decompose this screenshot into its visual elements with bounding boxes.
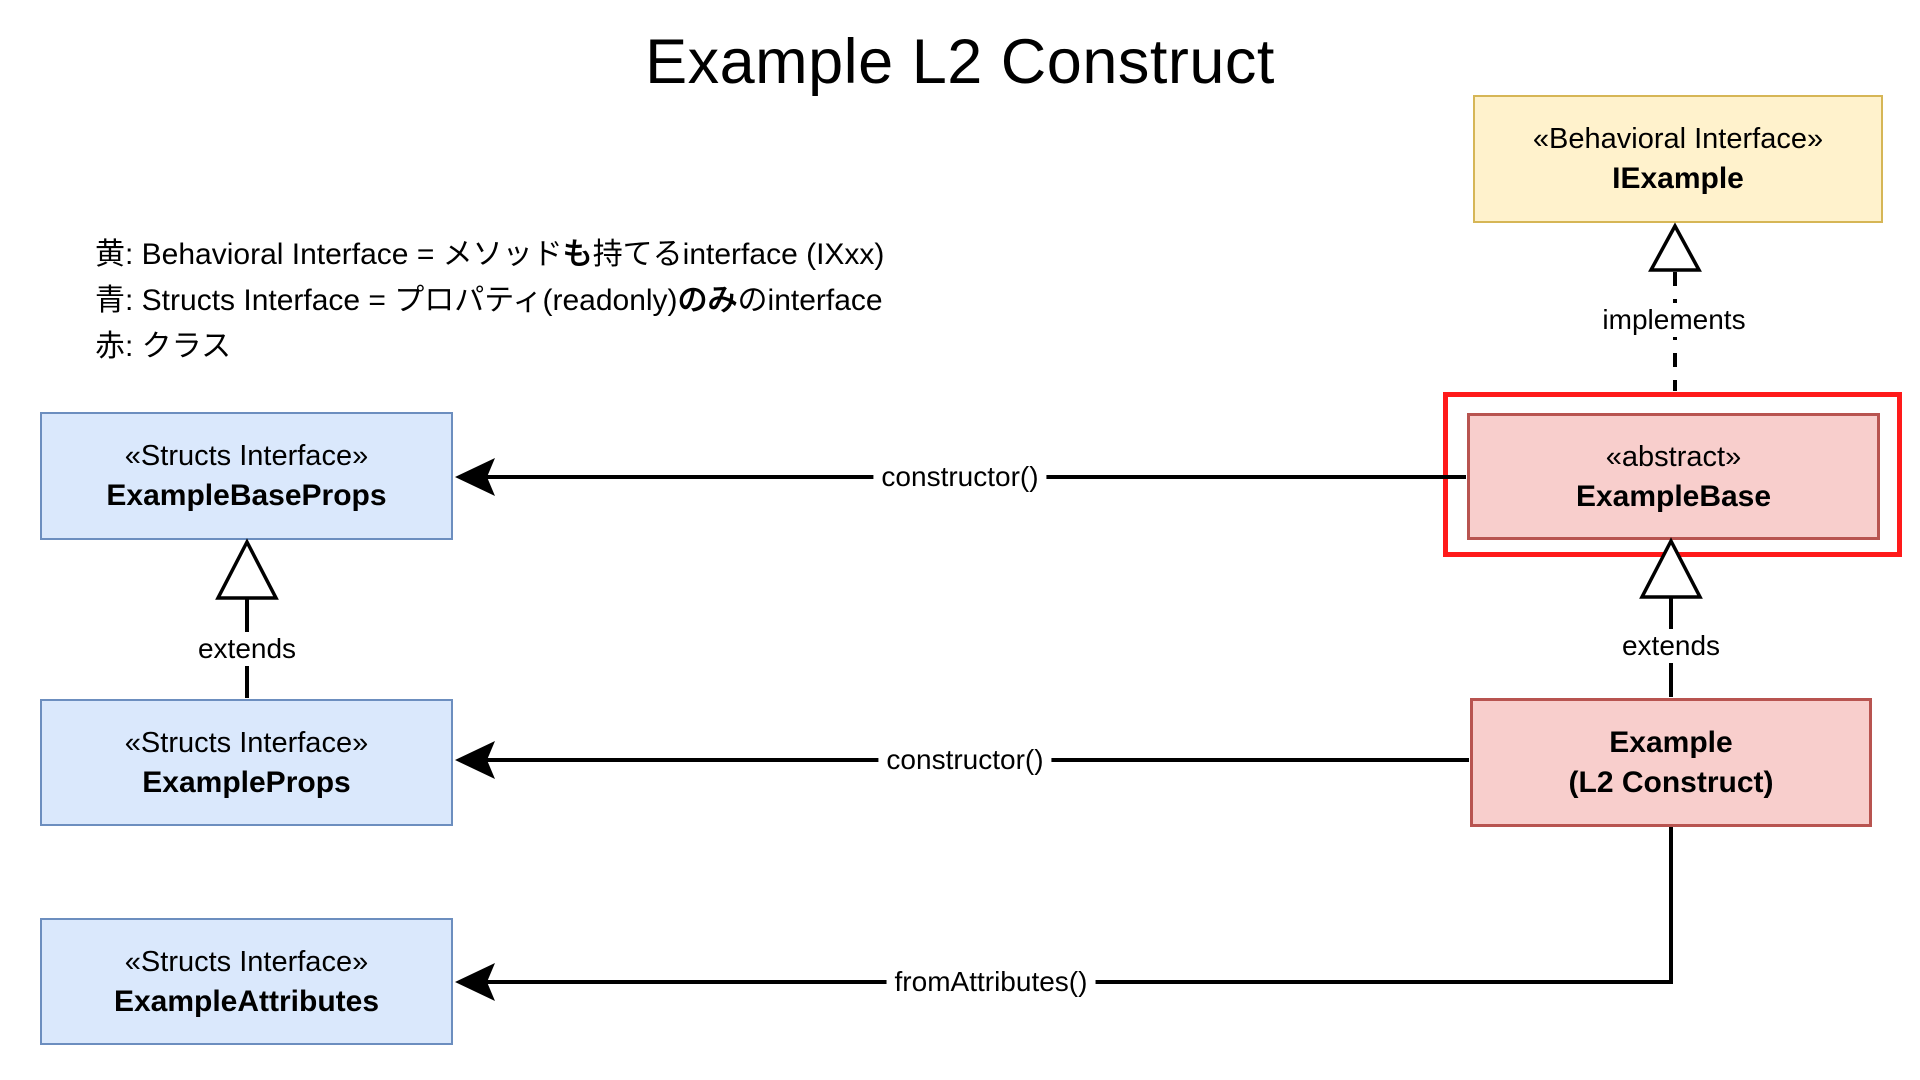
- connector-extends-left: [215, 538, 279, 698]
- edge-label-constructor-props: constructor(): [878, 743, 1052, 777]
- legend-text: 黄: Behavioral Interface = メソッド: [95, 238, 563, 271]
- node-example: Example (L2 Construct): [1470, 698, 1872, 827]
- node-name: ExampleProps: [142, 765, 351, 799]
- edge-label-extends-right: extends: [1613, 629, 1729, 663]
- node-stereotype: «Behavioral Interface»: [1532, 123, 1824, 155]
- node-iexample: «Behavioral Interface» IExample: [1473, 95, 1883, 223]
- node-example-props: «Structs Interface» ExampleProps: [40, 699, 453, 826]
- legend-text-bold: も: [562, 238, 593, 271]
- node-stereotype: «Structs Interface»: [124, 726, 369, 759]
- node-name: IExample: [1612, 162, 1744, 195]
- filled-arrowhead-left-icon: [455, 741, 495, 779]
- connector-extends-right: [1639, 537, 1703, 697]
- node-example-base-props: «Structs Interface» ExampleBaseProps: [40, 412, 453, 540]
- legend-text-bold: のみ: [677, 284, 738, 317]
- legend: 黄: Behavioral Interface = メソッドも持てるinterf…: [95, 232, 884, 370]
- node-name: Example: [1609, 725, 1733, 759]
- legend-line-yellow: 黄: Behavioral Interface = メソッドも持てるinterf…: [95, 232, 884, 278]
- legend-line-blue: 青: Structs Interface = プロパティ(readonly)のみ…: [95, 278, 884, 324]
- node-name: ExampleBase: [1575, 479, 1772, 513]
- legend-text: 青: Structs Interface = プロパティ(readonly): [95, 284, 678, 317]
- edge-label-implements: implements: [1594, 303, 1754, 337]
- legend-text: 赤: クラス: [95, 330, 232, 363]
- node-example-attributes: «Structs Interface» ExampleAttributes: [40, 918, 453, 1045]
- node-stereotype: «Structs Interface»: [124, 945, 369, 978]
- hollow-triangle-up-icon: [1648, 222, 1702, 272]
- node-stereotype: «abstract»: [1605, 440, 1742, 473]
- edge-label-constructor-base: constructor(): [873, 460, 1047, 494]
- node-name: (L2 Construct): [1568, 765, 1774, 799]
- node-stereotype: «Structs Interface»: [124, 440, 369, 472]
- edge-label-from-attributes: fromAttributes(): [886, 965, 1096, 999]
- edge-label-extends-left: extends: [189, 632, 305, 666]
- hollow-triangle-up-icon: [215, 538, 279, 600]
- node-name: ExampleAttributes: [113, 984, 380, 1018]
- elbow-line: [460, 827, 1673, 984]
- filled-arrowhead-left-icon: [455, 963, 495, 1001]
- legend-text: 持てるinterface (IXxx): [592, 238, 885, 271]
- filled-arrowhead-left-icon: [455, 458, 495, 496]
- legend-text: のinterface: [737, 284, 883, 317]
- diagram-title: Example L2 Construct: [645, 27, 1275, 97]
- legend-line-red: 赤: クラス: [95, 324, 884, 370]
- node-example-base: «abstract» ExampleBase: [1467, 413, 1880, 540]
- node-name: ExampleBaseProps: [106, 479, 387, 512]
